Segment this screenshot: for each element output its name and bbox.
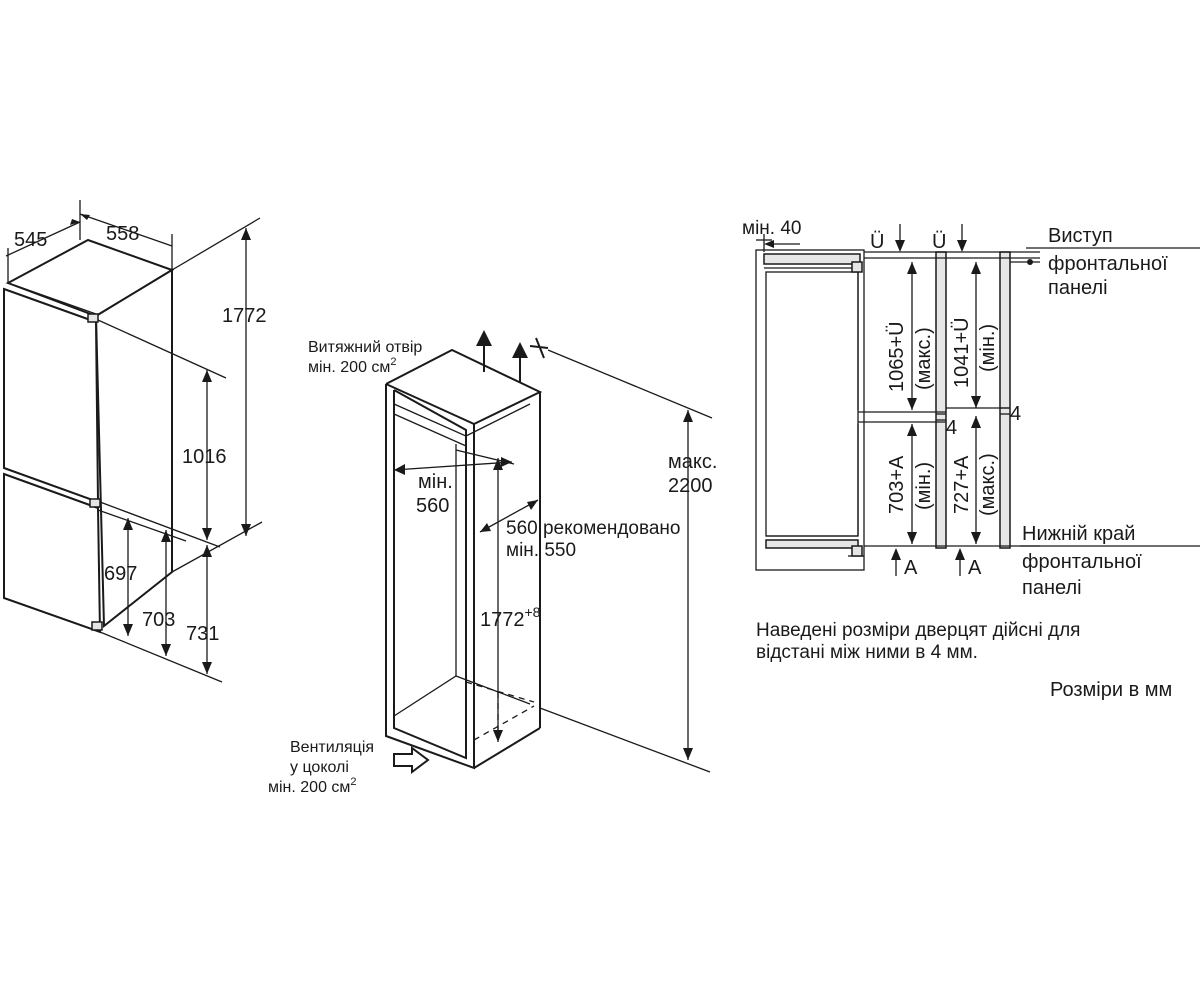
cabinet-outline <box>755 249 865 571</box>
dim-upper-1016: 1016 <box>182 446 227 468</box>
hinge-upper <box>87 313 99 323</box>
units-label: Розміри в мм <box>1050 679 1172 701</box>
vent-arrow-icon <box>393 746 430 774</box>
dim-731: 731 <box>186 623 219 645</box>
door-panel-right <box>999 251 1011 549</box>
vent-bottom-line1: Вентиляція <box>290 739 374 756</box>
niche-depth-line1: 560 рекомендовано <box>506 518 681 539</box>
bottom-edge-line1: Нижній край <box>1022 523 1135 545</box>
bottom-edge-line3: панелі <box>1022 577 1082 599</box>
protrusion-line2: фронтальної <box>1048 253 1168 275</box>
fridge-drawing: 545 558 1772 1016 697 703 731 <box>3 200 267 683</box>
dim-height-1772: 1772 <box>222 305 267 327</box>
vent-bottom-line2: у цоколі <box>290 759 349 776</box>
u-label-right: Ü <box>932 231 946 253</box>
niche-max-label: макс. <box>668 451 717 473</box>
a-label-right: A <box>968 557 982 579</box>
upper-right-value: 1041+Ü <box>951 317 973 388</box>
u-label-left: Ü <box>870 231 884 253</box>
gap-a: 4 <box>946 417 957 439</box>
dim-depth-545: 545 <box>14 229 47 251</box>
dim-697: 697 <box>104 563 137 585</box>
lower-left-note: (мін.) <box>913 462 935 510</box>
lower-right-value: 727+A <box>951 455 973 514</box>
vent-top-line2: мін. 200 см2 <box>308 356 397 376</box>
niche-drawing: Витяжний отвір мін. 200 см2 мін. 560 560… <box>268 330 717 796</box>
door-panel-left <box>935 251 947 549</box>
lower-right-note: (макс.) <box>977 453 999 516</box>
vent-bottom-line3: мін. 200 см2 <box>268 776 357 796</box>
upper-left-value: 1065+Ü <box>886 321 908 392</box>
hinge-lower <box>91 621 103 631</box>
niche-height: 1772+8 <box>480 604 541 631</box>
protrusion-line3: панелі <box>1048 277 1108 299</box>
niche-width-value: 560 <box>416 495 449 517</box>
niche-max-value: 2200 <box>668 475 713 497</box>
dim-703: 703 <box>142 609 175 631</box>
note-line1: Наведені розміри дверцят дійсні для <box>756 620 1080 641</box>
fridge-upper-door <box>3 287 100 504</box>
bottom-edge-line2: фронтальної <box>1022 551 1142 573</box>
note-line2: відстані між ними в 4 мм. <box>756 642 978 663</box>
dim-width-558: 558 <box>106 223 139 245</box>
gap-b: 4 <box>1010 403 1021 425</box>
niche-depth-line2: мін. 550 <box>506 540 576 561</box>
niche-width-label: мін. <box>418 471 453 493</box>
vent-top-line1: Витяжний отвір <box>308 339 422 356</box>
upper-left-note: (макс.) <box>913 327 935 390</box>
a-label-left: A <box>904 557 918 579</box>
hinge-middle <box>89 498 101 508</box>
upper-right-note: (мін.) <box>977 324 999 372</box>
protrusion-line1: Виступ <box>1048 225 1113 247</box>
doors-drawing: мін. 40 Ü Ü Виступ фронтальної панелі 10… <box>742 218 1200 701</box>
dim-min-40: мін. 40 <box>742 218 801 239</box>
niche-front-frame <box>385 383 475 770</box>
lower-left-value: 703+A <box>886 455 908 514</box>
